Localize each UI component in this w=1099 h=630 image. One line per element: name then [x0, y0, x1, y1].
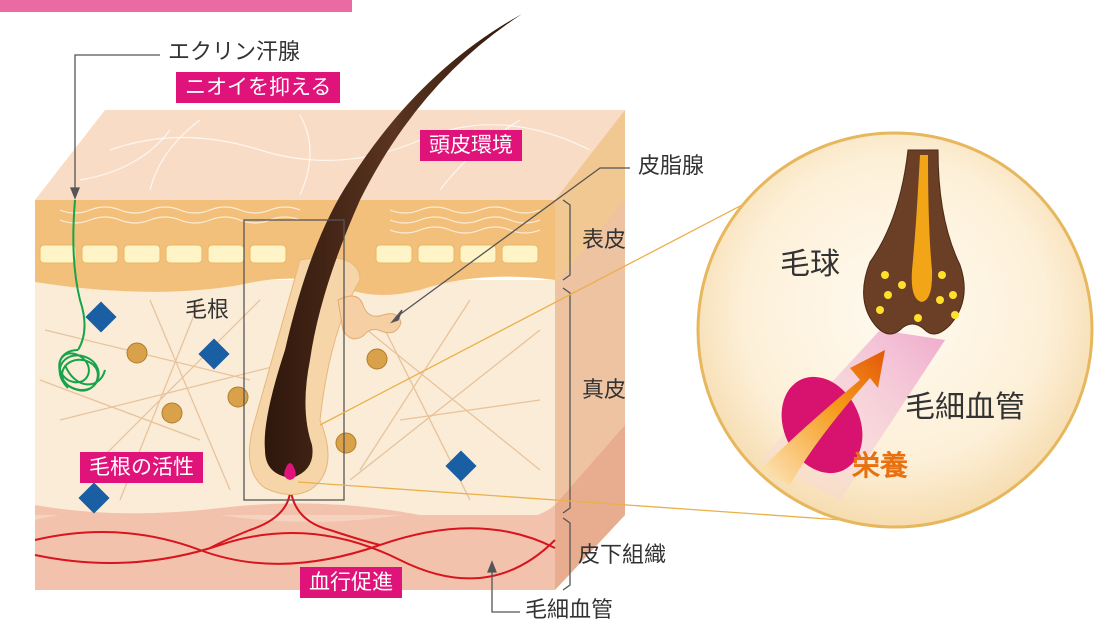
header-bar [0, 0, 352, 12]
epidermis-waves [59, 206, 541, 234]
nutrition-arrow [760, 350, 885, 485]
hair-bulb-zoom [696, 131, 1094, 529]
skin-top-surface [35, 110, 625, 200]
dermal-cells [126, 342, 388, 454]
leader-lines [70, 54, 630, 613]
tag-blood-circulation: 血行促進 [300, 567, 402, 598]
label-subcutaneous-tissue: 皮下組織 [578, 543, 667, 568]
zoom-connectors [297, 179, 843, 521]
skin-block [34, 14, 625, 590]
blood-vessels [34, 479, 556, 580]
label-hair-bulb: 毛球 [780, 247, 840, 282]
tag-scalp-environment: 頭皮環境 [420, 130, 522, 161]
label-sebaceous-gland: 皮脂腺 [638, 154, 705, 179]
label-eccrine-gland: エクリン汗腺 [168, 40, 301, 65]
hair-shaft [264, 14, 522, 478]
diamond-markers [78, 301, 477, 514]
label-capillary-zoom: 毛細血管 [905, 390, 1025, 425]
label-dermis: 真皮 [582, 378, 627, 403]
zoom-bulb-dots [876, 271, 959, 322]
epidermis-cells [39, 244, 539, 264]
epidermis-layer [35, 200, 555, 295]
label-epidermis: 表皮 [582, 228, 627, 253]
eccrine-sweat-gland [58, 199, 106, 392]
label-hair-root: 毛根 [185, 298, 230, 323]
tag-hair-root-activity: 毛根の活性 [80, 452, 203, 483]
label-capillary-bottom: 毛細血管 [525, 598, 614, 623]
sebaceous-gland [337, 295, 402, 340]
hair-papilla [284, 463, 296, 480]
layer-braces [562, 199, 571, 591]
label-nutrition: 栄養 [852, 449, 909, 482]
hair-root-frame [243, 219, 345, 501]
tag-odor-control: ニオイを抑える [176, 72, 341, 103]
zoom-hair-bulb [863, 149, 965, 335]
